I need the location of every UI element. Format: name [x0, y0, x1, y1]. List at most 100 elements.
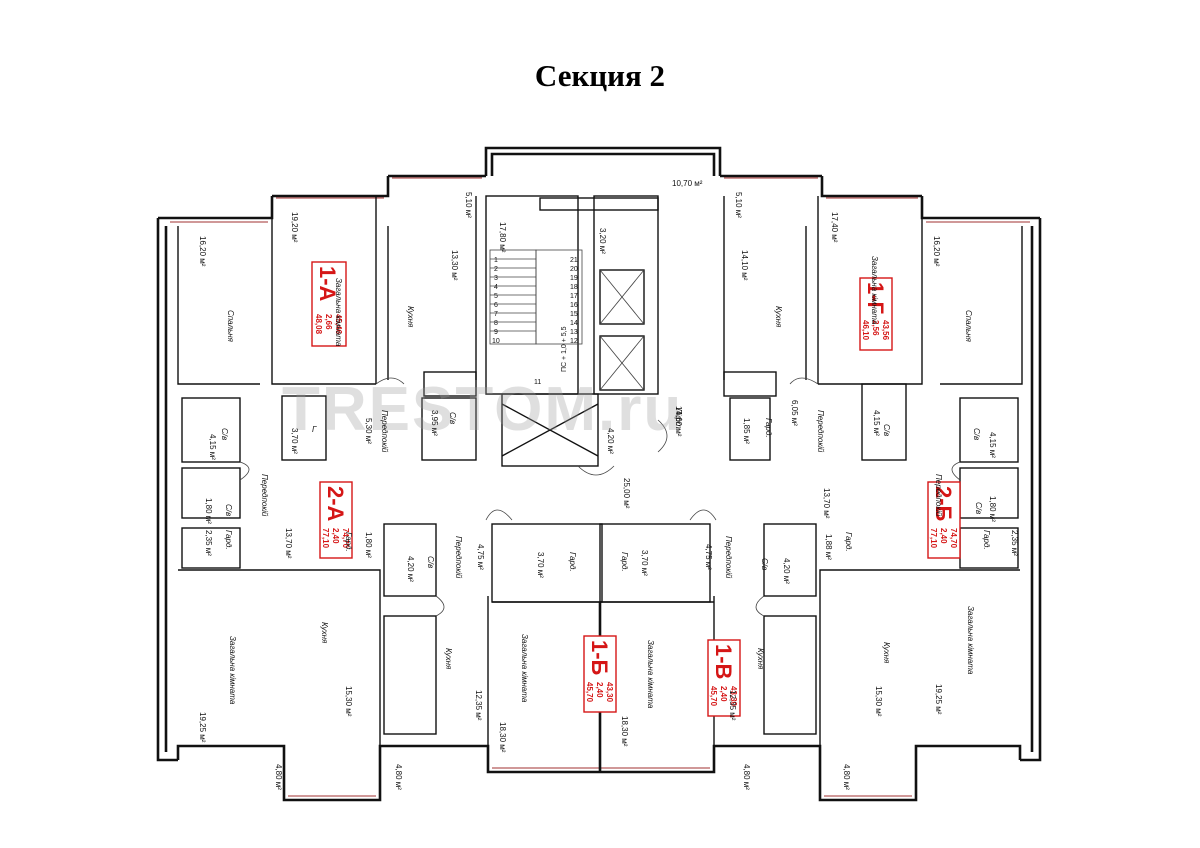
room-area: 4,20 м² [406, 556, 415, 582]
stair-num: 16 [570, 302, 578, 309]
watermark: TRESTOM.ru [282, 375, 683, 444]
room-name-living: Загальна кімната [334, 278, 343, 347]
apt-code: 1-Г [863, 282, 888, 315]
room-area: 3,95 м² [430, 410, 439, 436]
apt-area-balcony: 2,40 [939, 528, 948, 544]
room-name-bathroom: С/в [972, 428, 981, 440]
room-area: 14,10 м² [740, 250, 749, 281]
room-area: 25,00 м² [622, 478, 631, 509]
room-name-kitchen: Кухня [406, 306, 415, 328]
room-areas: 10,70 м² 17,80 м² 3,20 м² 5,10 м² 5,10 м… [198, 179, 1019, 790]
outer-walls [156, 146, 1042, 802]
apt-area-gross: 77,10 [321, 528, 330, 549]
room-name-kitchen: Кухня [774, 306, 783, 328]
room-area: 4,80 м² [274, 764, 283, 790]
room-name-wardrobe: Гард. [568, 552, 577, 572]
apt-area-total: 45,46 [334, 314, 343, 335]
room-name-kitchen: Кухня [444, 648, 453, 670]
room-name-bathroom: С/в [760, 558, 769, 570]
apt-area-gross: 46,10 [861, 320, 870, 341]
room-name-bedroom: Спальня [226, 310, 235, 343]
room-area: 4,75 м² [476, 544, 485, 570]
room-area: 1,88 м² [824, 534, 833, 560]
stair-num: 13 [570, 329, 578, 336]
section-title: Секция 2 [534, 58, 666, 93]
apt-area-total: 74,70 [949, 528, 958, 549]
stair-numbers: 1 2 3 4 5 6 7 8 9 10 21 20 19 18 17 16 1… [492, 257, 578, 386]
apt-area-gross: 45,70 [709, 686, 718, 707]
room-name-hallway: Передпокій [454, 536, 463, 579]
stair-num: 14 [570, 320, 578, 327]
apt-area-total: 43,30 [605, 682, 614, 703]
room-area: 2,35 м² [1010, 530, 1019, 556]
room-area: 4,15 м² [208, 434, 217, 460]
room-name-hallway: Передпокій [260, 474, 269, 517]
room-name-wardrobe: Гард. [982, 530, 991, 550]
room-name-bathroom: С/в [974, 502, 983, 514]
room-name-wardrobe: Гард. [844, 532, 853, 552]
apt-tag-1A: 1-А 45,46 2,66 48,08 [311, 261, 347, 347]
room-area: 1,80 м² [364, 532, 373, 558]
room-area: 5,10 м² [734, 192, 743, 218]
stair-num: 10 [492, 338, 500, 345]
room-area: 18,30 м² [498, 722, 507, 753]
room-area: 4,80 м² [742, 764, 751, 790]
room-area: 3,70 м² [640, 550, 649, 576]
apt-area-gross: 48,08 [314, 314, 323, 335]
apt-area-gross: 77,10 [929, 528, 938, 549]
room-name-kitchen: Кухня [882, 642, 891, 664]
room-area: 4,20 м² [606, 428, 615, 454]
room-name-wardrobe: Гард. [344, 532, 353, 552]
room-area: 5,10 м² [464, 192, 473, 218]
room-name-lift: Ліфт [674, 407, 683, 429]
room-area: 4,15 м² [872, 410, 881, 436]
room-area: 10,70 м² [672, 179, 703, 188]
room-name-hallway: Передпокій [934, 474, 943, 517]
stair-num: 20 [570, 266, 578, 273]
room-name-wardrobe: Гард. [620, 552, 629, 572]
room-area: 4,75 м² [704, 544, 713, 570]
room-area: 3,70 м² [290, 428, 299, 454]
apt-area-balcony: 2,40 [331, 528, 340, 544]
apt-code: 1-В [711, 644, 736, 679]
apt-code: 1-А [315, 266, 340, 302]
apt-area-total: 74,70 [341, 528, 350, 549]
room-name-hallway: Передпокій [380, 410, 389, 453]
room-area: 15,30 м² [874, 686, 883, 717]
apt-area-total: 43,30 [729, 686, 738, 707]
apt-code: 2-Б [931, 486, 956, 522]
stair-num: 8 [494, 320, 498, 327]
room-name-living: Загальна кімната [966, 606, 975, 675]
room-name-kitchen: Кухня [756, 648, 765, 670]
room-names: Загальна кімната Кухня Спальня Загальна … [220, 256, 991, 709]
room-area: 15,30 м² [344, 686, 353, 717]
room-name-living: Загальна кімната [646, 640, 655, 709]
room-name-bathroom: С/в [224, 504, 233, 516]
room-name-hallway: Передпокій [724, 536, 733, 579]
room-area: 12,35 м² [474, 690, 483, 721]
room-area: 14,60 м² [674, 406, 683, 437]
room-area: 17,80 м² [498, 222, 507, 253]
room-area: 1,85 м² [742, 418, 751, 444]
room-area: 13,30 м² [450, 250, 459, 281]
apt-area-balcony: 2,66 [324, 314, 333, 330]
room-area: 4,20 м² [782, 558, 791, 584]
room-area: 19,20 м² [290, 212, 299, 243]
stair-num: 17 [570, 293, 578, 300]
room-name-wardrobe: Гард. [764, 418, 773, 438]
room-name-bathroom: С/в [220, 428, 229, 440]
room-area: 19,25 м² [198, 712, 207, 743]
room-name-wardrobe: Гард. [224, 530, 233, 550]
room-name-kitchen: Кухня [320, 622, 329, 644]
apt-code: 1-Б [587, 640, 612, 676]
room-name-bathroom: С/в [426, 556, 435, 568]
apt-area-balcony: 2,40 [595, 682, 604, 698]
stair-num: 18 [570, 284, 578, 291]
stair-num: 19 [570, 275, 578, 282]
apt-area-total: 43,56 [881, 320, 890, 341]
stair-num: 21 [570, 257, 578, 264]
room-area: 6,05 м² [790, 400, 799, 426]
stair-num: 9 [494, 329, 498, 336]
